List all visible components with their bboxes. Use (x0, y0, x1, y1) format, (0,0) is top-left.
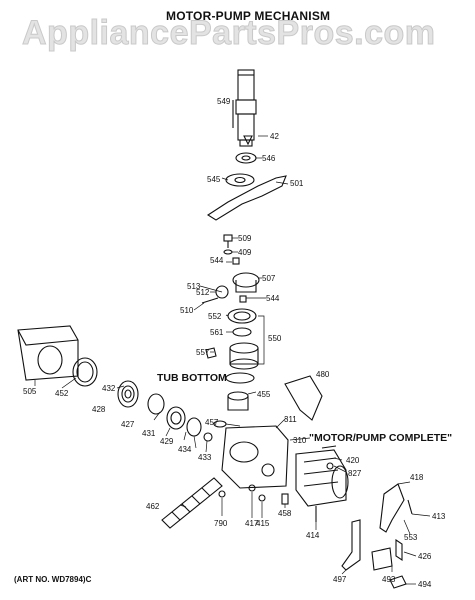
label-452: 452 (55, 389, 69, 398)
part-number-labels: 549 42 546 545 501 509 409 544 507 513 5… (23, 97, 446, 589)
hose-462 (161, 477, 223, 529)
label-790: 790 (214, 519, 228, 528)
label-827: 827 (348, 469, 362, 478)
ring-429 (166, 406, 186, 430)
label-493: 493 (382, 575, 396, 584)
bracket-418 (379, 483, 413, 533)
fastener-544-lower (239, 295, 247, 303)
label-552: 552 (208, 312, 222, 321)
washer-427 (147, 393, 165, 415)
label-512: 512 (196, 288, 210, 297)
label-311: 311 (284, 415, 297, 424)
part-434 (186, 417, 202, 437)
fastener-544 (232, 257, 240, 265)
hub-545 (225, 173, 255, 187)
washer-546 (235, 152, 257, 164)
label-505: 505 (23, 387, 37, 396)
label-409: 409 (238, 248, 252, 257)
label-458: 458 (278, 509, 292, 518)
pump-body-311 (221, 425, 289, 489)
label-434: 434 (178, 445, 192, 454)
label-507: 507 (262, 274, 276, 283)
tub-bottom-callout: TUB BOTTOM (157, 372, 227, 384)
part-790 (218, 490, 226, 498)
filter-505 (17, 325, 79, 381)
part-455 (227, 391, 249, 411)
label-457: 457 (205, 418, 219, 427)
label-544-upper: 544 (210, 256, 224, 265)
tube-549 (232, 69, 257, 147)
diagram-title: MOTOR-PUMP MECHANISM (166, 9, 331, 23)
part-417 (248, 484, 256, 492)
part-458 (281, 493, 289, 505)
label-561: 561 (210, 328, 224, 337)
label-42: 42 (270, 132, 279, 141)
part-433 (203, 432, 213, 442)
label-462: 462 (146, 502, 160, 511)
label-417: 417 (245, 519, 259, 528)
label-413: 413 (432, 512, 446, 521)
tub-bottom-gasket (225, 372, 255, 384)
label-414: 414 (306, 531, 320, 540)
impeller-507 (232, 272, 260, 293)
fastener-509 (223, 234, 233, 248)
watermark: AppliancePartsPros.com (21, 14, 436, 53)
coil-428 (117, 380, 139, 408)
part-420 (321, 445, 337, 449)
seal-561 (232, 327, 252, 337)
label-497: 497 (333, 575, 347, 584)
motor-pump-complete-callout: "MOTOR/PUMP COMPLETE" (309, 432, 453, 444)
block-493 (371, 547, 393, 571)
housing-550 (229, 342, 259, 370)
fastener-409 (223, 249, 233, 255)
label-420: 420 (346, 456, 360, 465)
label-557: 557 (196, 348, 210, 357)
label-433: 433 (198, 453, 212, 462)
label-510: 510 (180, 306, 194, 315)
label-544-lower: 544 (266, 294, 280, 303)
label-418: 418 (410, 473, 424, 482)
deflector-480 (284, 375, 323, 421)
label-455: 455 (257, 390, 271, 399)
ring-552 (227, 308, 257, 324)
label-415: 415 (256, 519, 270, 528)
label-428: 428 (92, 405, 106, 414)
label-480: 480 (316, 370, 330, 379)
art-number: (ART NO. WD7894)C (14, 575, 92, 584)
shaft-510 (201, 297, 219, 304)
label-427: 427 (121, 420, 135, 429)
label-553: 553 (404, 533, 418, 542)
motor-assembly (295, 449, 349, 507)
spray-arm-501 (206, 175, 287, 221)
label-310: 310 (293, 436, 307, 445)
label-545: 545 (207, 175, 221, 184)
label-549: 549 (217, 97, 231, 106)
part-415 (258, 494, 266, 502)
part-827 (326, 462, 334, 470)
label-501: 501 (290, 179, 304, 188)
mount-497 (341, 519, 361, 571)
label-509: 509 (238, 234, 252, 243)
label-432: 432 (102, 384, 116, 393)
clip-426 (395, 538, 403, 562)
part-557 (205, 347, 217, 359)
label-513: 513 (187, 282, 201, 291)
label-550: 550 (268, 334, 282, 343)
label-431: 431 (142, 429, 156, 438)
label-426: 426 (418, 552, 432, 561)
clamp-452 (72, 357, 98, 387)
label-429: 429 (160, 437, 174, 446)
label-546: 546 (262, 154, 276, 163)
label-494: 494 (418, 580, 432, 589)
part-42 (243, 135, 253, 146)
